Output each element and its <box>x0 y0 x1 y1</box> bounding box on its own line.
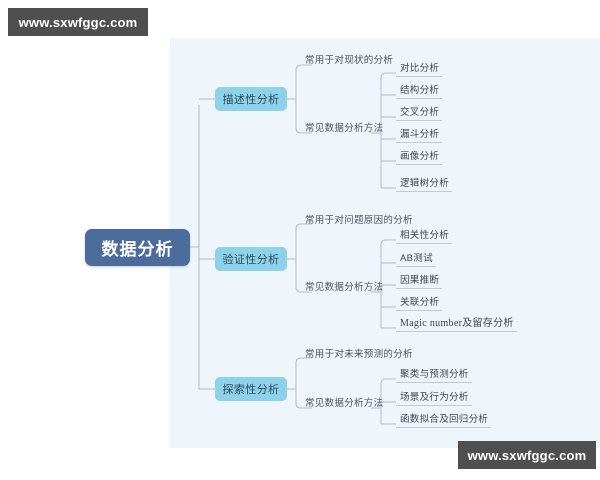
leaf-node[interactable]: 对比分析 <box>396 60 443 77</box>
leaf-node[interactable]: 相关性分析 <box>396 227 453 244</box>
methods-label-exploratory: 常见数据分析方法 <box>305 398 384 409</box>
leaf-node[interactable]: 场景及行为分析 <box>396 389 472 406</box>
branch-node-label: 探索性分析 <box>222 384 280 396</box>
leaf-node[interactable]: 漏斗分析 <box>396 126 443 143</box>
leaf-node[interactable]: 因果推断 <box>396 272 443 289</box>
watermark-text: www.sxwfggc.com <box>18 14 138 30</box>
leaf-node[interactable]: 函数拟合及回归分析 <box>396 411 492 428</box>
root-node[interactable]: 数据分析 <box>85 229 190 266</box>
usage-label-exploratory: 常用于对未来预测的分析 <box>305 349 413 360</box>
root-node-label: 数据分析 <box>101 240 174 259</box>
methods-label-descriptive: 常见数据分析方法 <box>305 123 384 134</box>
leaf-node[interactable]: 交叉分析 <box>396 104 443 121</box>
watermark-bottom-right: www.sxwfggc.com <box>458 441 596 469</box>
leaf-node[interactable]: 画像分析 <box>396 148 443 165</box>
leaf-node[interactable]: 关联分析 <box>396 294 443 311</box>
leaf-node[interactable]: AB测试 <box>396 250 436 267</box>
methods-label-confirmatory: 常见数据分析方法 <box>305 282 384 293</box>
leaf-node[interactable]: 逻辑树分析 <box>396 175 453 192</box>
watermark-top-left: www.sxwfggc.com <box>8 8 148 36</box>
usage-label-descriptive: 常用于对现状的分析 <box>305 55 394 66</box>
leaf-node[interactable]: Magic number及留存分析 <box>396 315 517 332</box>
watermark-text: www.sxwfggc.com <box>467 447 587 463</box>
branch-node-descriptive[interactable]: 描述性分析 <box>215 87 287 111</box>
branch-node-exploratory[interactable]: 探索性分析 <box>215 377 287 401</box>
branch-node-confirmatory[interactable]: 验证性分析 <box>215 247 287 271</box>
branch-node-label: 描述性分析 <box>222 94 280 106</box>
branch-node-label: 验证性分析 <box>222 254 280 266</box>
leaf-node[interactable]: 结构分析 <box>396 82 443 99</box>
usage-label-confirmatory: 常用于对问题原因的分析 <box>305 215 413 226</box>
leaf-node[interactable]: 聚类与预测分析 <box>396 366 472 383</box>
